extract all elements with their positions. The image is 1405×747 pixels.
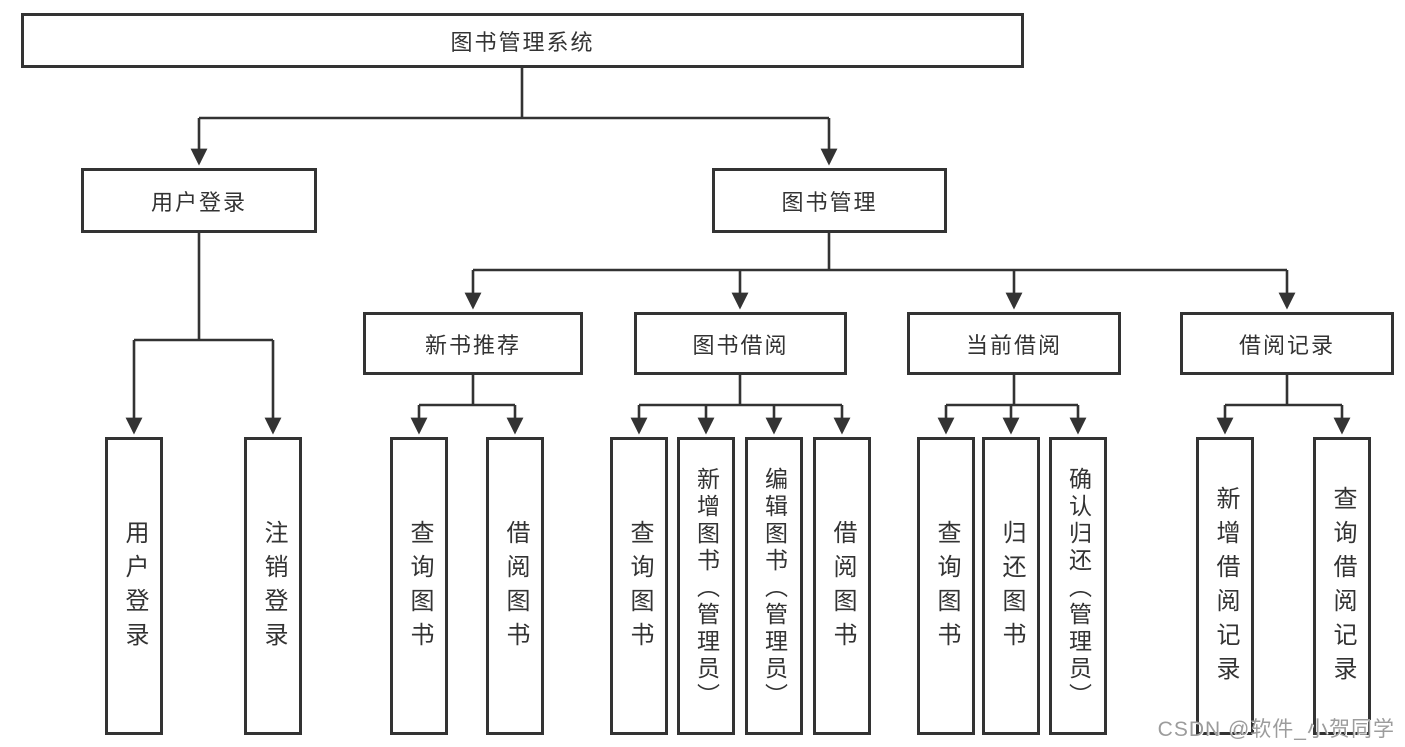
node-current-borrowing: 当前借阅 (907, 312, 1121, 375)
leaf-query-books-recommend: 查询图书 (390, 437, 448, 735)
node-book-borrowing: 图书借阅 (634, 312, 847, 375)
leaf-add-borrow-record: 新增借阅记录 (1196, 437, 1254, 735)
csdn-watermark: CSDN @软件_小贺同学 (1157, 718, 1395, 741)
node-borrowing-records: 借阅记录 (1180, 312, 1394, 375)
leaf-add-books-admin: 新增图书（管理员） (677, 437, 735, 735)
leaf-edit-books-admin: 编辑图书（管理员） (745, 437, 803, 735)
leaf-borrow-books-borrowing: 借阅图书 (813, 437, 871, 735)
leaf-query-books-borrowing: 查询图书 (610, 437, 668, 735)
leaf-return-books: 归还图书 (982, 437, 1040, 735)
leaf-query-borrow-record: 查询借阅记录 (1313, 437, 1371, 735)
node-user-login: 用户登录 (81, 168, 317, 233)
leaf-query-books-current: 查询图书 (917, 437, 975, 735)
leaf-borrow-books-recommend: 借阅图书 (486, 437, 544, 735)
leaf-user-login: 用户登录 (105, 437, 163, 735)
node-library-system: 图书管理系统 (21, 13, 1024, 68)
node-book-management: 图书管理 (712, 168, 947, 233)
leaf-confirm-return-admin: 确认归还（管理员） (1049, 437, 1107, 735)
node-new-book-recommendation: 新书推荐 (363, 312, 583, 375)
leaf-logout: 注销登录 (244, 437, 302, 735)
